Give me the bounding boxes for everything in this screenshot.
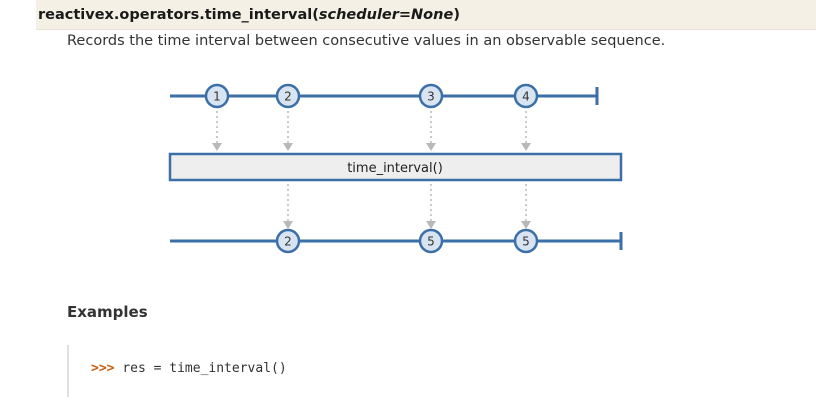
operator-box [168, 152, 623, 182]
operator-label: time_interval() [347, 161, 443, 176]
result-marble-2: 5 [418, 228, 444, 254]
marble-diagram: 1 2 3 4 time_interval() 2 5 5 [168, 83, 623, 254]
result-marble-label: 5 [427, 235, 435, 249]
examples-heading: Examples [67, 303, 148, 321]
source-marble-4: 4 [513, 83, 539, 109]
code-example-block: >>> res = time_interval() [67, 345, 767, 397]
source-marble-label: 1 [213, 90, 221, 104]
source-marble-label: 2 [284, 90, 292, 104]
source-marble-3: 3 [418, 83, 444, 109]
source-marble-label: 4 [522, 90, 530, 104]
code-prompt: >>> [91, 361, 115, 376]
result-marble-3: 5 [513, 228, 539, 254]
source-marble-2: 2 [275, 83, 301, 109]
result-marble-1: 2 [275, 228, 301, 254]
result-marble-label: 2 [284, 235, 292, 249]
source-arrows [216, 106, 527, 144]
code-text: res = time_interval() [122, 361, 287, 376]
function-description: Records the time interval between consec… [67, 33, 666, 49]
signature-name: reactivex.operators.time_interval [38, 7, 313, 23]
signature-text: reactivex.operators.time_interval(schedu… [38, 7, 460, 23]
source-marble-label: 3 [427, 90, 435, 104]
function-signature: reactivex.operators.time_interval(schedu… [36, 0, 816, 30]
result-arrowheads [283, 221, 531, 229]
result-marble-label: 5 [522, 235, 530, 249]
signature-params: scheduler=None [318, 7, 454, 23]
source-arrowheads [212, 143, 531, 151]
code-line: >>> res = time_interval() [91, 361, 287, 376]
source-marble-1: 1 [204, 83, 230, 109]
result-arrows [287, 184, 527, 222]
